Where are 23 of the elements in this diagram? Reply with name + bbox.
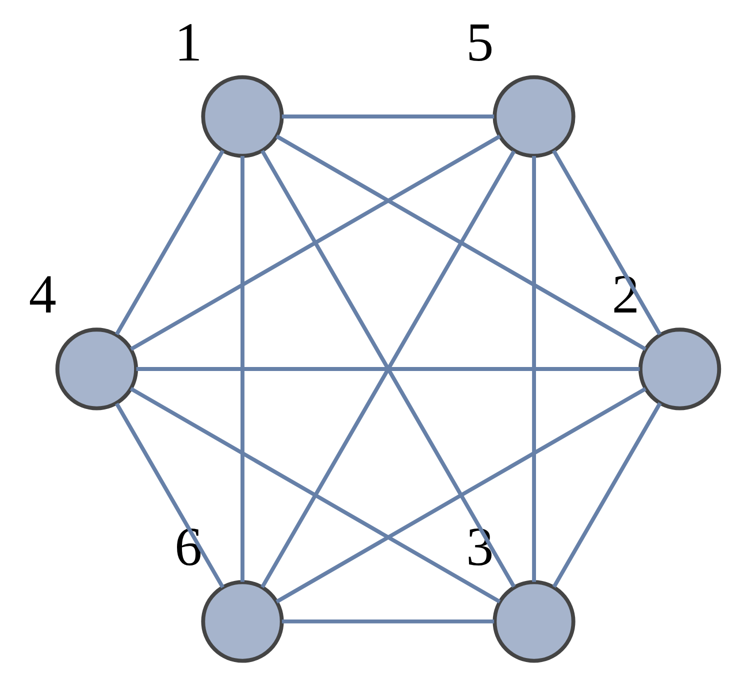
- connector: [552, 402, 662, 588]
- node-label: 5: [466, 11, 494, 72]
- connector: [276, 387, 646, 604]
- connector: [130, 387, 501, 604]
- node-circle: [201, 580, 284, 663]
- node-label: 6: [174, 516, 202, 578]
- connector: [240, 156, 244, 582]
- connector: [130, 134, 501, 351]
- node-label: 4: [28, 264, 56, 325]
- node-circle: [492, 75, 576, 158]
- node-circle: [638, 328, 722, 410]
- node-circle: [55, 328, 138, 410]
- connector: [136, 367, 640, 371]
- node-circle: [201, 75, 284, 158]
- connector: [552, 150, 662, 336]
- connector: [282, 114, 494, 118]
- node-circle: [492, 580, 576, 663]
- connector: [114, 402, 224, 588]
- connector: [114, 150, 224, 336]
- connector: [532, 156, 536, 582]
- connector: [282, 620, 494, 624]
- connector: [276, 134, 646, 351]
- node-label: 1: [174, 11, 202, 72]
